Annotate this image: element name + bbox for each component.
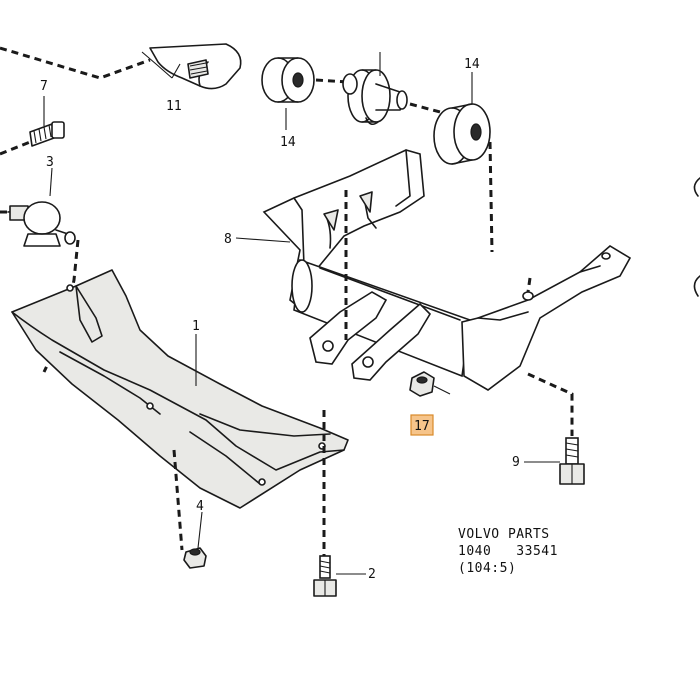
bolt-part-7 [29,121,65,147]
upper-mount-bracket [149,43,242,90]
nut-part-17 [409,371,435,397]
bolt-part-9 [559,437,585,485]
reference-section: (104:5) [458,561,517,576]
callout-2: 2 [368,567,376,582]
callout-14-left: 14 [280,135,296,150]
parts-reference-block: VOLVO PARTS 1040 33541 (104:5) [458,526,628,577]
callout-1: 1 [192,319,200,334]
engine-mount-part-3 [7,201,76,247]
edge-arc-top [693,177,700,197]
callout-9: 9 [512,455,520,470]
assembly-line-nut-4 [172,449,184,551]
assembly-line-bolt-7 [0,140,31,156]
assembly-line-bolt-9 [527,372,574,436]
leader-nut-17 [433,385,451,395]
callout-17: 17 [414,419,430,434]
callout-7: 7 [40,79,48,94]
crossmember-plate-part-1 [11,269,349,509]
edge-arc-bottom [693,275,700,297]
callout-8: 8 [224,232,232,247]
assembly-line-to-crossmember [488,141,494,253]
highlight-box [410,414,434,436]
bushing-left [261,57,315,103]
reference-brand: VOLVO PARTS [458,527,550,542]
bushing-right [433,103,491,165]
assembly-line-bracket-right [526,277,532,293]
reference-number: 1040 33541 [458,544,558,559]
callout-17-highlight: 17 [410,414,434,436]
callout-4: 4 [196,499,204,514]
callout-11: 11 [166,99,182,114]
callout-14-right: 14 [464,57,480,72]
bolt-part-2 [313,555,337,597]
assembly-line-top-left [0,46,151,80]
leader-lines [43,51,560,575]
sleeve-bushing-center [342,69,408,126]
nut-part-4 [183,547,207,569]
crossmember-bracket-part-8 [262,149,632,391]
callout-3: 3 [46,155,54,170]
assembly-line-right-bushing [409,102,441,114]
